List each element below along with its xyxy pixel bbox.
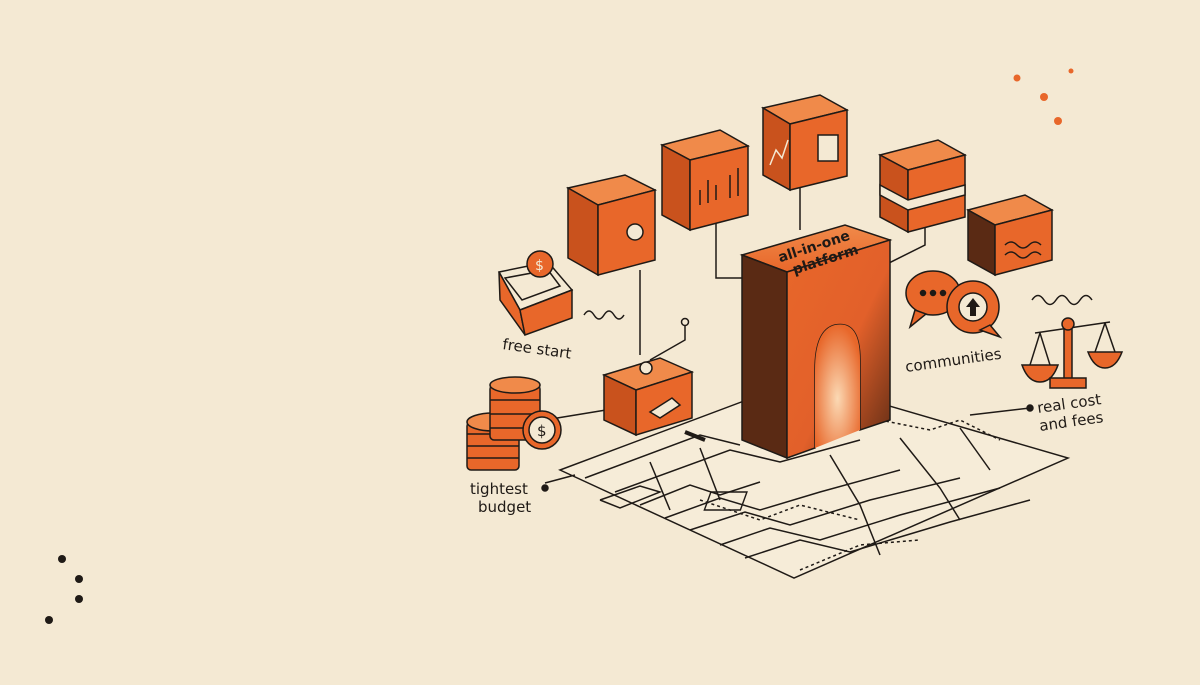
tightest-budget-label-line2: budget bbox=[478, 498, 531, 516]
svg-text:$: $ bbox=[537, 422, 547, 440]
app-block-icon bbox=[659, 129, 751, 232]
app-block-icon bbox=[565, 174, 658, 502]
decor-dots-orange bbox=[1013, 68, 1074, 125]
coin-stack-icon: $ bbox=[466, 376, 562, 471]
free-start-label: free start bbox=[501, 335, 572, 362]
envelope-dollar-icon: $ bbox=[497, 250, 574, 337]
chat-bubbles-icon bbox=[905, 270, 1003, 339]
ticket-box-icon bbox=[601, 357, 706, 442]
decor-dots-dark bbox=[45, 555, 83, 624]
communities-label: communities bbox=[904, 345, 1003, 376]
app-block-icon bbox=[761, 94, 850, 192]
city-map-icon bbox=[558, 379, 1071, 579]
svg-text:$: $ bbox=[535, 258, 544, 274]
balance-scale-icon bbox=[1020, 317, 1124, 389]
app-block-icon bbox=[877, 139, 967, 234]
arch-platform-icon bbox=[739, 224, 893, 460]
tightest-budget-label-line1: tightest bbox=[470, 480, 528, 498]
app-block-icon bbox=[966, 194, 1054, 277]
